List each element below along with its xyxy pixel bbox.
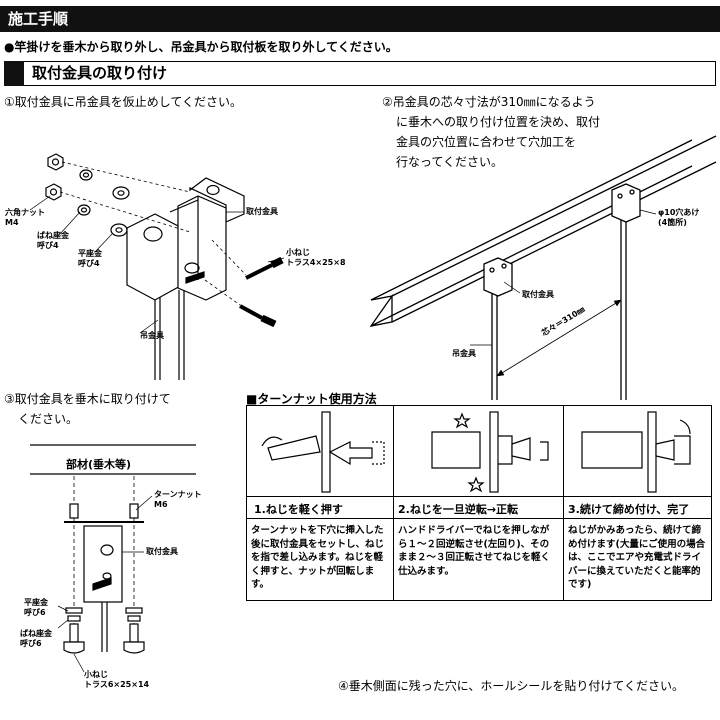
fig3-bracket-label: 取付金具 (146, 547, 178, 556)
section-title: 取付金具の取り付け (32, 64, 168, 82)
section-marker (4, 61, 24, 86)
fig3-turn-nut-size: M6 (154, 500, 168, 509)
fig3-spring-washer-label: ばね座金 (20, 629, 52, 638)
turn-nut-step-2-head: 2.ねじを一旦逆転→正転 (398, 503, 519, 516)
turn-nut-step-1-desc: ターンナットを下穴に挿入した後に取付金具をセットし、ねじを指で差し込みます。ねじ… (251, 525, 385, 590)
fig1-flat-washer-size: 呼び4 (78, 259, 100, 268)
turn-nut-step-2-desc: ハンドドライバーでねじを押しながら１～２回逆転させ(左回り)、そのまま２～３回正… (398, 525, 551, 577)
turn-nut-step-3-head: 3.続けて締め付け、完了 (568, 503, 690, 516)
fig2-bracket-label: 取付金具 (522, 290, 554, 299)
fig1-flat-washer-label: 平座金 (78, 249, 102, 258)
fig1-hex-nut-label: 六角ナット (5, 208, 45, 217)
fig2-hole-label: φ10穴あけ (658, 208, 700, 217)
fig3-spring-washer-size: 呼び6 (20, 639, 42, 648)
turn-nut-step-1-head: 1.ねじを軽く押す (254, 503, 343, 516)
turn-nut-row-divider (246, 518, 712, 519)
fig1-bracket-label: 取付金具 (246, 207, 278, 216)
step-1-text: ①取付金具に吊金具を仮止めしてください。 (4, 95, 243, 109)
fig3-turn-nut-label: ターンナット (154, 490, 202, 499)
fig2-hanger-label: 吊金具 (452, 349, 476, 358)
fig1-screw-size: トラス4×25×8 (286, 258, 346, 267)
turn-nut-col-divider (393, 405, 394, 601)
fig3-member-label: 部材(垂木等) (66, 458, 132, 471)
fig2-hole-count: (4箇所) (658, 218, 687, 227)
step-2-text-line1: ②吊金具の芯々寸法が310㎜になるよう (382, 95, 596, 109)
fig3-flat-washer-size: 呼び6 (24, 608, 46, 617)
turn-nut-row-divider (246, 496, 712, 497)
intro-text: ●竿掛けを垂木から取り外し、吊金具から取付板を取り外してください。 (4, 40, 398, 54)
step-2-text-line2: に垂木への取り付け位置を決め、取付 (396, 115, 601, 129)
turn-nut-table (246, 405, 712, 601)
fig3-screw-size: トラス6×25×14 (84, 680, 150, 689)
turn-nut-title: ■ターンナット使用方法 (246, 392, 377, 406)
fig3-screw-label: 小ねじ (84, 670, 108, 679)
fig1-hex-nut-size: M4 (5, 218, 19, 227)
fig1-hanger-label: 吊金具 (140, 331, 164, 340)
fig1-spring-washer-label: ばね座金 (37, 231, 69, 240)
step-4-text: ④垂木側面に残った穴に、ホールシールを貼り付けてください。 (338, 679, 685, 693)
step-3-text-line1: ③取付金具を垂木に取り付けて (4, 392, 171, 406)
fig1-spring-washer-size: 呼び4 (37, 241, 59, 250)
step-2-text-line4: 行なってください。 (396, 155, 504, 169)
step-2-text-line3: 金具の穴位置に合わせて穴加工を (396, 135, 577, 149)
fig1-screw-label: 小ねじ (286, 248, 310, 257)
turn-nut-step-3-desc: ねじがかみあったら、続けて締め付けます(大量にご使用の場合は、ここでエアや充電式… (568, 525, 706, 590)
turn-nut-col-divider (563, 405, 564, 601)
fig3-flat-washer-label: 平座金 (24, 598, 48, 607)
page-header: 施工手順 (0, 6, 720, 32)
page-title: 施工手順 (8, 10, 69, 28)
step-3-text-line2: ください。 (18, 412, 79, 426)
